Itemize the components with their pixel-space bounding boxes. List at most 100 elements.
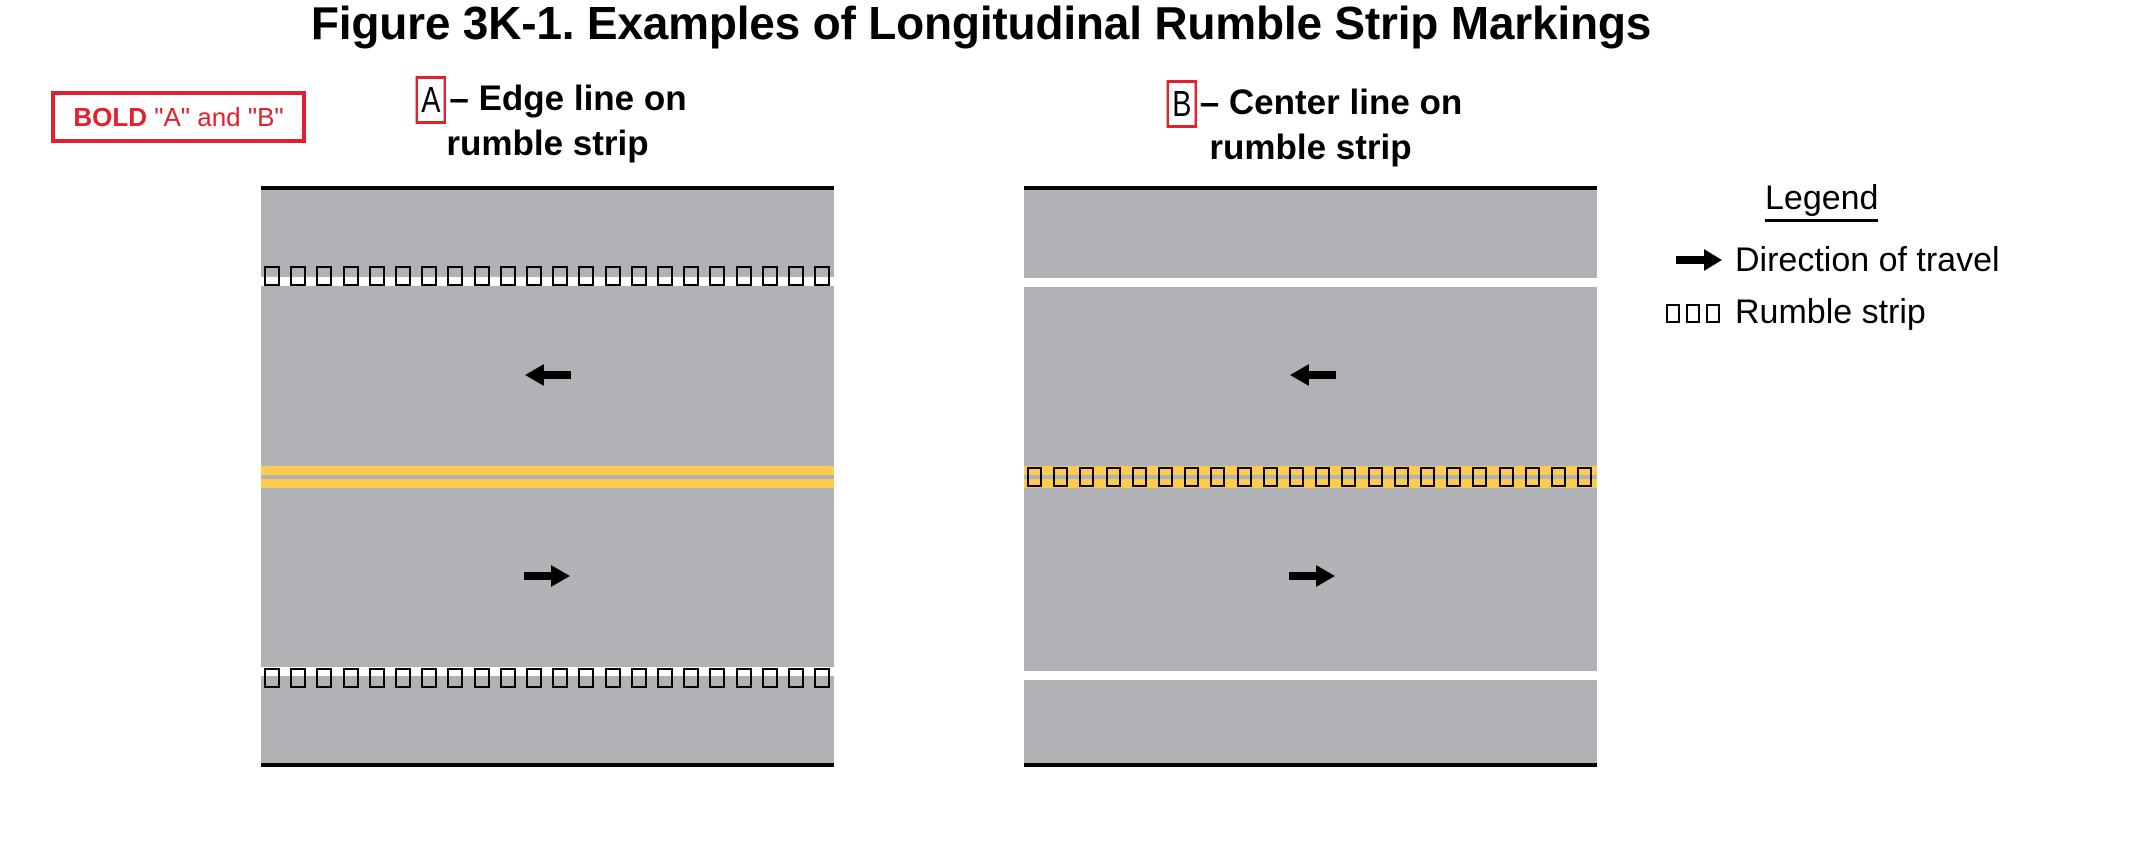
rumble-strip-square [499,668,516,688]
rumble-strip-square [1131,467,1147,487]
rumble-strip-square [709,266,726,286]
rumble-strip-square [657,668,673,688]
panel-a-top-edge-line [261,277,834,286]
rumble-strip-square [552,668,569,688]
rumble-strip-square [395,668,411,688]
rumble-strip-square [1551,467,1566,487]
rumble-strip-square [1315,467,1331,487]
rumble-strip-square [683,266,700,286]
rumble-strip-square [1393,467,1409,487]
rumble-strip-square [630,668,647,688]
legend-item-rumble: Rumble strip [1735,293,1926,331]
figure-title: Figure 3K-1. Examples of Longitudinal Ru… [310,0,1652,49]
rumble-strip-square [264,668,280,688]
rumble-strip-square [1498,467,1514,487]
rumble-strip-square [368,668,385,688]
rumble-strip-square [1577,467,1593,487]
rumble-strip-square [1053,467,1069,487]
rumble-strip-square [395,266,411,286]
panel-a-heading-line2: rumble strip [446,124,649,163]
legend-item-direction: Direction of travel [1735,241,2000,279]
rumble-strip-square [1105,467,1121,487]
panel-a-center-line-lower [261,479,834,488]
rumble-strip-square [1158,467,1173,487]
panel-b-arrow-left-icon [1290,364,1336,386]
rumble-strip-square [788,668,804,688]
rumble-strip-square [630,266,647,286]
panel-a-arrow-left-icon [525,364,571,386]
panel-a-center-line-upper [261,466,834,475]
rumble-strip-square [473,668,490,688]
legend-rumble-square [1686,304,1700,323]
panel-b-heading-line2: rumble strip [1209,128,1412,167]
rumble-strip-square [1367,467,1383,487]
legend-arrow-right-icon [1676,249,1722,271]
legend-title: Legend [1765,178,1879,222]
rumble-strip-square [578,668,595,688]
panel-a-bottom-edge-line [261,667,834,676]
rumble-strip-square [421,266,438,286]
rumble-strip-square [1472,467,1488,487]
rumble-strip-square [290,266,307,286]
rumble-strip-square [447,266,464,286]
rumble-strip-square [264,266,280,286]
panel-b-letter: B [1166,80,1197,128]
rumble-strip-square [499,266,516,286]
legend-rumble-strip-icon [1666,304,1726,324]
rumble-strip-square [578,266,595,286]
annotation-note: BOLD "A" and "B" [51,91,306,143]
rumble-strip-square [1079,467,1095,487]
rumble-strip-square [316,668,333,688]
panel-b-center-line-upper [1024,466,1597,475]
rumble-strip-square [473,266,490,286]
rumble-strip-square [1210,467,1226,487]
rumble-strip-square [1262,467,1278,487]
rumble-strip-square [788,266,804,286]
panel-a-letter: A [415,76,447,124]
legend-rumble-square [1666,304,1680,323]
rumble-strip-square [1420,467,1435,487]
rumble-strip-square [447,668,464,688]
rumble-strip-square [709,668,726,688]
rumble-strip-square [814,266,831,286]
annotation-rest: "A" and "B" [147,102,284,132]
panel-a-heading-line1: A– Edge line on [261,76,834,124]
rumble-strip-square [526,668,542,688]
panel-b-arrow-right-icon [1289,565,1335,587]
rumble-strip-square [735,668,752,688]
rumble-strip-square [814,668,831,688]
rumble-strip-square [1027,467,1042,487]
rumble-strip-square [1341,467,1357,487]
rumble-strip-square [1289,467,1304,487]
rumble-strip-square [604,668,621,688]
rumble-strip-square [526,266,542,286]
rumble-strip-square [342,266,359,286]
panel-b-bottom-edge-line [1024,671,1597,680]
panel-a-heading-text: – Edge line on [449,79,687,118]
rumble-strip-square [1184,467,1200,487]
rumble-strip-square [1524,467,1540,487]
rumble-strip-square [761,668,778,688]
panel-b-heading-line1: B– Center line on [1024,80,1597,128]
rumble-strip-square [735,266,752,286]
panel-a-heading: A– Edge line on rumble strip [261,76,834,164]
rumble-strip-square [1236,467,1252,487]
rumble-strip-square [290,668,307,688]
panel-b-heading: B– Center line on rumble strip [1024,80,1597,168]
rumble-strip-square [552,266,569,286]
rumble-strip-square [683,668,700,688]
rumble-strip-square [342,668,359,688]
annotation-bold: BOLD [73,102,147,132]
rumble-strip-square [421,668,438,688]
panel-b-center-line-lower [1024,479,1597,488]
panel-b-heading-text: – Center line on [1199,83,1463,122]
legend-rumble-square [1706,304,1720,323]
rumble-strip-square [1446,467,1462,487]
rumble-strip-square [761,266,778,286]
rumble-strip-square [657,266,673,286]
panel-a-arrow-right-icon [524,565,570,587]
rumble-strip-square [368,266,385,286]
rumble-strip-square [604,266,621,286]
rumble-strip-square [316,266,333,286]
panel-b-top-edge-line [1024,278,1597,287]
